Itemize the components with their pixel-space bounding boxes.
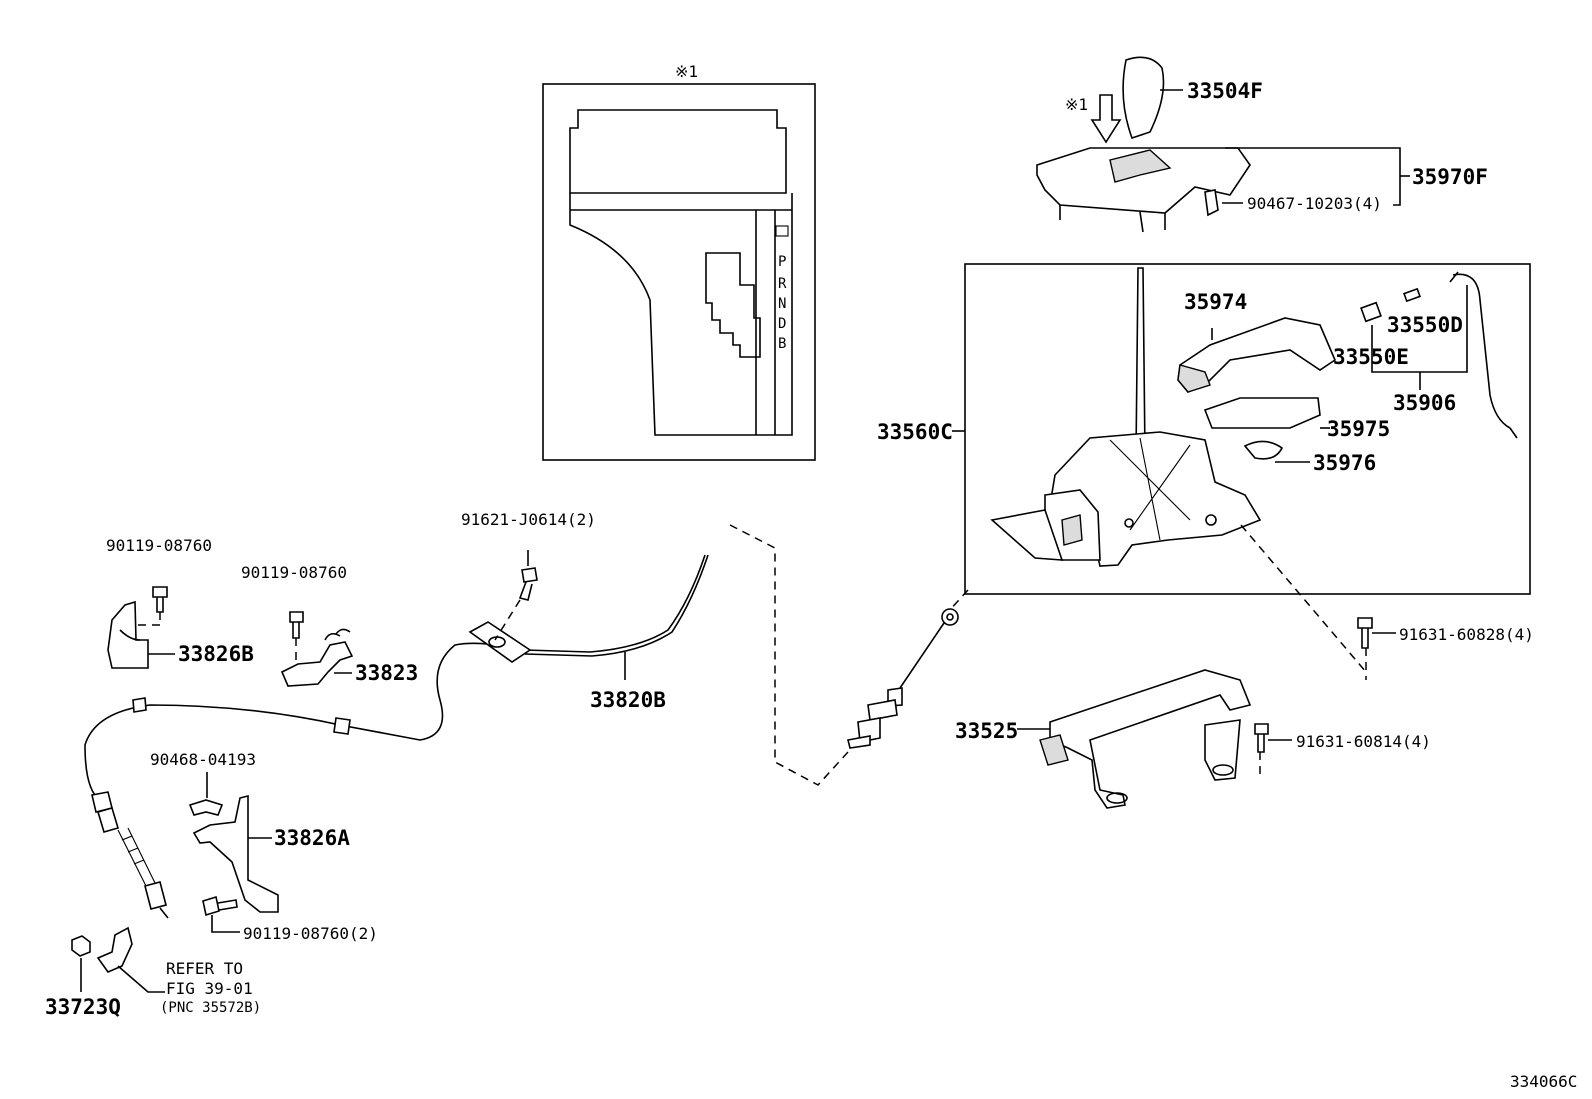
nut-part bbox=[71, 935, 91, 957]
shift-knob-part bbox=[1122, 56, 1165, 140]
lever-assy-frame bbox=[964, 263, 1531, 595]
label-bulb-holder-e: 33550E bbox=[1333, 345, 1409, 369]
diagram-id: 334066C bbox=[1510, 1072, 1577, 1091]
inset-marker: ※1 bbox=[675, 62, 698, 81]
shift-lever-group: 33560C 35974 33550D 33550E 35906 35975 3… bbox=[877, 263, 1531, 595]
label-refer-line2: FIG 39-01 bbox=[166, 979, 253, 998]
shift-knob-group: 33504F ※1 35970F 90467-10203(4) bbox=[1036, 56, 1488, 233]
inset-frame bbox=[542, 83, 816, 461]
label-bolt-2: 90119-08760 bbox=[241, 563, 347, 582]
label-clip-cable: 90468-04193 bbox=[150, 750, 256, 769]
lever-bolt-group: 91631-60828(4) bbox=[1240, 524, 1534, 680]
label-bolt-3: 90119-08760(2) bbox=[243, 924, 378, 943]
bulb-holder-d-part bbox=[1403, 287, 1421, 303]
label-bolt-lever: 91631-60828(4) bbox=[1399, 625, 1534, 644]
bolt-3-icon bbox=[202, 895, 220, 917]
cable-end-clip-part bbox=[96, 926, 133, 973]
label-indicator-housing: 35974 bbox=[1184, 290, 1247, 314]
inset-shift-gate bbox=[705, 252, 761, 358]
label-bracket-33525: 33525 bbox=[955, 719, 1018, 743]
shift-lever-body bbox=[990, 267, 1262, 567]
cable-route-dashed bbox=[729, 524, 849, 786]
bulb-holder-e-part bbox=[1360, 301, 1382, 323]
lever-bolt-icon bbox=[1357, 617, 1373, 629]
label-shift-knob: 33504F bbox=[1187, 79, 1263, 103]
control-cable-group: 91621-J0614(2) 33820B bbox=[84, 510, 969, 919]
bracket-33823-part bbox=[280, 641, 354, 687]
label-clamp-a: 33826A bbox=[274, 826, 350, 850]
bolt-1-icon bbox=[152, 586, 168, 598]
gate-p: P bbox=[778, 254, 786, 270]
gate-d: D bbox=[778, 316, 786, 332]
inset-detail: ※1 P R N D B bbox=[542, 62, 816, 461]
inset-indicator-window bbox=[775, 225, 789, 237]
slide-plate-part bbox=[1203, 397, 1321, 429]
gate-b: B bbox=[778, 336, 786, 352]
bezel-plate-part bbox=[1036, 147, 1251, 214]
label-clamp-b: 33826B bbox=[178, 642, 254, 666]
label-nut: 33723Q bbox=[45, 995, 121, 1019]
label-clip-bezel: 90467-10203(4) bbox=[1247, 194, 1382, 213]
wire-harness-part bbox=[1452, 273, 1511, 429]
label-retainer: 35976 bbox=[1313, 451, 1376, 475]
bracket-bolt-icon bbox=[1254, 723, 1269, 735]
marker-arrow-icon bbox=[1090, 94, 1122, 144]
gate-n: N bbox=[778, 296, 786, 312]
base-bracket-part bbox=[1049, 669, 1252, 809]
label-bezel-assy: 35970F bbox=[1412, 165, 1488, 189]
label-wire-assy: 35906 bbox=[1393, 391, 1456, 415]
label-shift-lever-assy: 33560C bbox=[877, 420, 953, 444]
label-bolt-cable: 91621-J0614(2) bbox=[461, 510, 596, 529]
cable-grommet-plate bbox=[468, 621, 532, 663]
label-marker-arrow: ※1 bbox=[1065, 95, 1088, 114]
base-bracket-group: 33525 91631-60814(4) bbox=[955, 669, 1431, 809]
label-cable-assy: 33820B bbox=[590, 688, 666, 712]
label-refer-line1: REFER TO bbox=[166, 959, 243, 978]
label-bracket-33823: 33823 bbox=[355, 661, 418, 685]
inset-bezel-outline bbox=[569, 109, 787, 194]
cable-line bbox=[84, 554, 706, 801]
label-refer-line3: (PNC 35572B) bbox=[160, 1000, 261, 1016]
clip-cable-part bbox=[188, 799, 224, 816]
left-bracket-group: 90119-08760 33826B 90119-08760 33823 904… bbox=[45, 536, 418, 1019]
gate-r: R bbox=[778, 276, 787, 292]
clamp-a-part bbox=[192, 794, 279, 913]
clamp-b-part bbox=[107, 600, 149, 669]
label-bolt-bracket: 91631-60814(4) bbox=[1296, 732, 1431, 751]
cable-bolt-icon bbox=[521, 567, 538, 583]
rod-end-part bbox=[941, 608, 959, 626]
label-bolt-1: 90119-08760 bbox=[106, 536, 212, 555]
label-bulb-holder-d: 33550D bbox=[1387, 313, 1463, 337]
label-slide-plate: 35975 bbox=[1327, 417, 1390, 441]
bolt-2-icon bbox=[289, 611, 304, 623]
retainer-part bbox=[1243, 440, 1284, 460]
